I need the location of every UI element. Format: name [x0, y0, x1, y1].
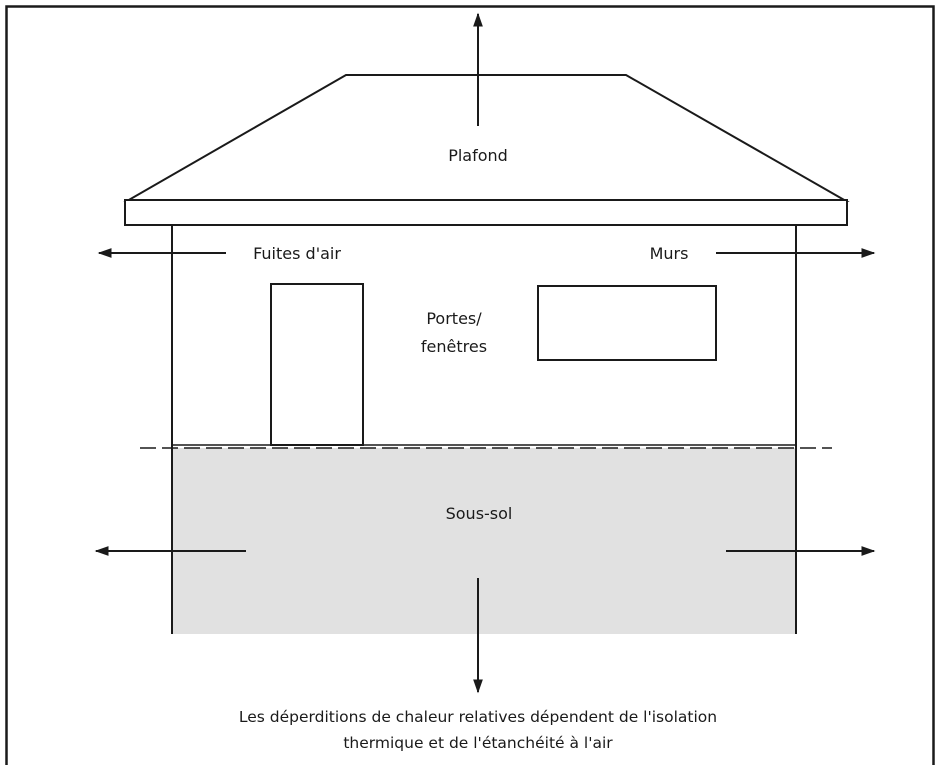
diagram-frame [5, 5, 935, 765]
doors-windows-label-line1: Portes/ [426, 309, 482, 328]
window [537, 285, 717, 361]
caption-line-2: thermique et de l'étanchéité à l'air [343, 734, 613, 752]
basement-area [172, 448, 796, 634]
roof [123, 74, 850, 202]
air-leaks-label: Fuites d'air [253, 244, 341, 263]
door [270, 283, 364, 446]
ceiling-label: Plafond [448, 146, 508, 165]
walls-label: Murs [650, 244, 689, 263]
doors-windows-label-line2: fenêtres [421, 337, 487, 356]
caption-line-1: Les déperditions de chaleur relatives dé… [239, 708, 717, 726]
basement-label: Sous-sol [446, 504, 513, 523]
roof-eave [124, 199, 848, 226]
